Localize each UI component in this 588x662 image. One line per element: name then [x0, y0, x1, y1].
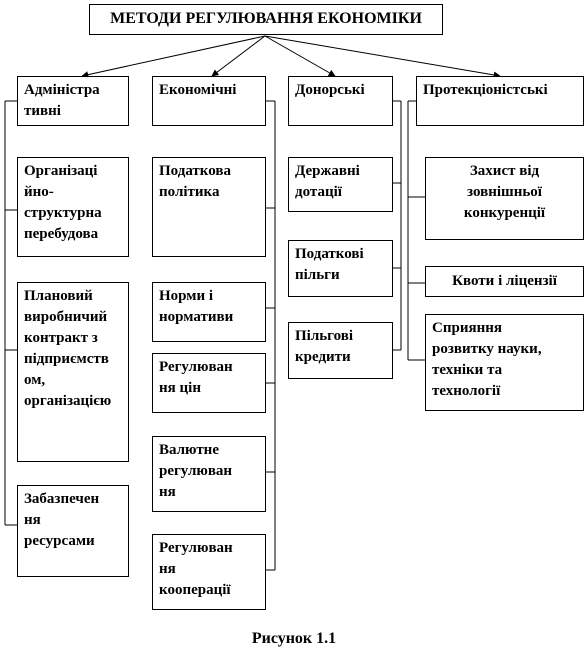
- arrow-to-econ: [211, 35, 266, 77]
- protect-item-competition-protection: Захист від зовнішньої конкуренції: [425, 157, 584, 240]
- donor-item-tax-benefits: Податкові пільги: [288, 240, 393, 297]
- admin-item-planned-contract: Плановий виробничий контракт з підприємс…: [17, 282, 129, 462]
- arrow-to-protect: [264, 35, 501, 79]
- diagram-title: МЕТОДИ РЕГУЛЮВАННЯ ЕКОНОМІКИ: [89, 4, 443, 35]
- protect-connector: [407, 100, 425, 361]
- arrow-to-donor: [264, 35, 336, 77]
- category-donor: Донорські: [288, 76, 393, 126]
- admin-item-org-restructuring: Організаці йно- структурна перебудова: [17, 157, 129, 257]
- category-economic: Економічні: [152, 76, 266, 126]
- econ-item-currency-regulation: Валютне регулюван ня: [152, 436, 266, 512]
- econ-item-tax-policy: Податкова політика: [152, 157, 266, 257]
- protect-item-science-development: Сприяння розвитку науки, техніки та техн…: [425, 314, 584, 411]
- admin-item-resource-supply: Забазпечен ня ресурсами: [17, 485, 129, 577]
- econ-item-cooperation-regulation: Регулюван ня кооперації: [152, 534, 266, 610]
- donor-item-preferential-loans: Пільгові кредити: [288, 322, 393, 379]
- category-administrative: Адміністра тивні: [17, 76, 129, 126]
- econ-connector: [266, 100, 276, 571]
- donor-item-state-subsidies: Державні дотації: [288, 157, 393, 212]
- econ-item-norms: Норми і нормативи: [152, 282, 266, 342]
- figure-caption: Рисунок 1.1: [251, 630, 337, 647]
- protect-item-quotas-licenses: Квоти і ліцензії: [425, 266, 584, 297]
- arrow-to-admin: [81, 35, 266, 79]
- admin-connector: [4, 100, 17, 526]
- donor-connector: [393, 100, 402, 351]
- category-protectionist: Протекціоністські: [416, 76, 584, 126]
- econ-item-price-regulation: Регулюван ня цін: [152, 353, 266, 413]
